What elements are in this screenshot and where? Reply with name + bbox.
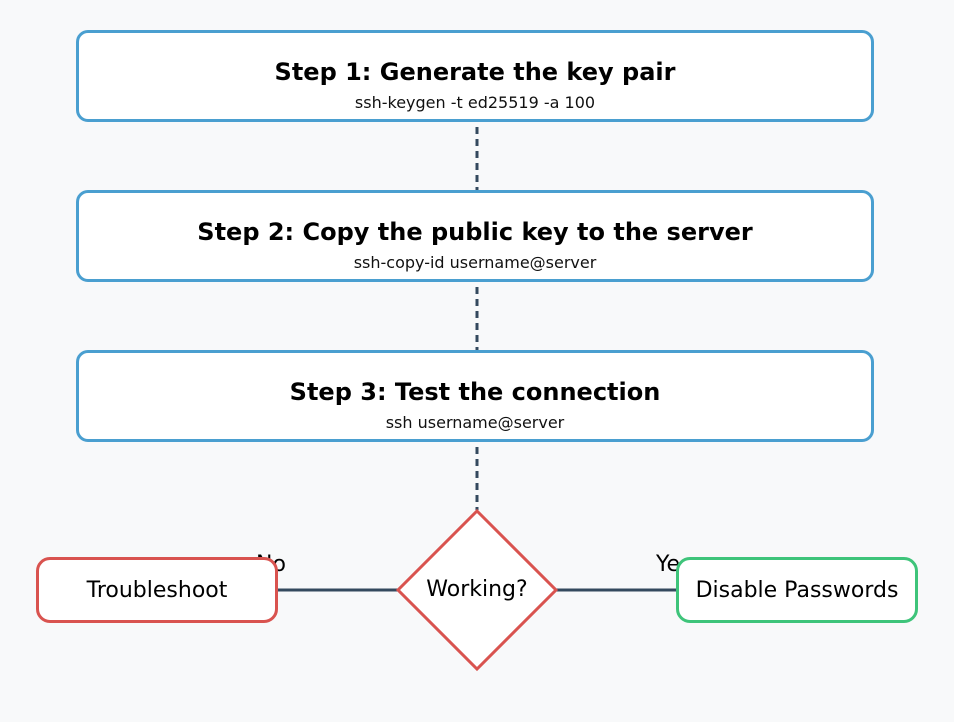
disable-passwords-box: Disable Passwords	[676, 557, 918, 623]
step-1-command: ssh-keygen -t ed25519 -a 100	[354, 93, 596, 112]
disable-passwords-label: Disable Passwords	[695, 577, 899, 603]
decision-label: Working?	[426, 577, 528, 602]
step-2-title: Step 2: Copy the public key to the serve…	[197, 218, 753, 246]
troubleshoot-box: Troubleshoot	[36, 557, 278, 623]
step-2-box: Step 2: Copy the public key to the serve…	[76, 190, 874, 282]
step-1-box: Step 1: Generate the key pair ssh-keygen…	[76, 30, 874, 122]
step-1-title: Step 1: Generate the key pair	[274, 58, 676, 86]
step-3-command: ssh username@server	[385, 413, 565, 432]
step-3-box: Step 3: Test the connection ssh username…	[76, 350, 874, 442]
step-3-title: Step 3: Test the connection	[289, 378, 661, 406]
troubleshoot-label: Troubleshoot	[86, 577, 228, 603]
step-2-command: ssh-copy-id username@server	[353, 253, 597, 272]
decision-diamond	[395, 508, 559, 672]
